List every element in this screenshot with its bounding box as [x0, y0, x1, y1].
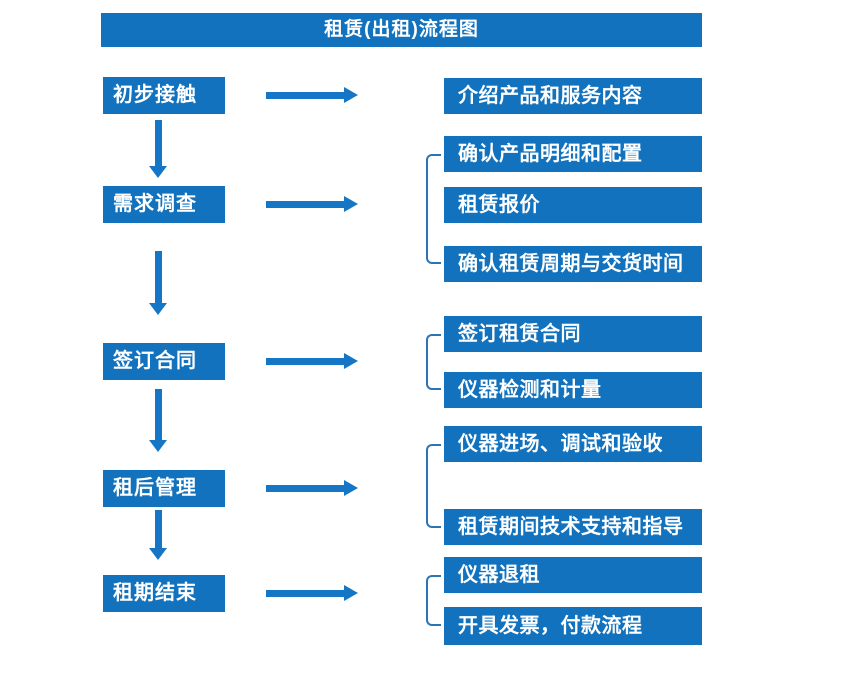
- arrow-right-icon-5: [266, 590, 344, 597]
- output-box-confirm-period: 确认租赁周期与交货时间: [444, 246, 702, 282]
- arrow-down-icon-3-head: [149, 440, 167, 452]
- output-box-introduce-products: 介绍产品和服务内容: [444, 78, 702, 114]
- stage-box-needs-survey: 需求调查: [103, 186, 225, 223]
- arrow-right-icon-3-head: [344, 353, 358, 369]
- bracket-group-2: [426, 154, 441, 264]
- bracket-group-3: [426, 334, 441, 390]
- stage-box-sign-contract: 签订合同: [103, 343, 225, 380]
- arrow-right-icon-2: [266, 201, 344, 208]
- output-box-confirm-details: 确认产品明细和配置: [444, 136, 702, 172]
- output-box-rental-quote: 租赁报价: [444, 187, 702, 223]
- output-box-tech-support: 租赁期间技术支持和指导: [444, 509, 702, 545]
- stage-box-rental-end: 租期结束: [103, 575, 225, 612]
- output-box-instrument-arrival: 仪器进场、调试和验收: [444, 426, 702, 462]
- bracket-group-5: [426, 575, 441, 626]
- arrow-right-icon-2-head: [344, 196, 358, 212]
- arrow-right-icon-3: [266, 358, 344, 365]
- arrow-right-icon-1-head: [344, 87, 358, 103]
- output-box-invoice-payment: 开具发票，付款流程: [444, 607, 702, 645]
- arrow-right-icon-4: [266, 485, 344, 492]
- arrow-down-icon-1: [155, 120, 162, 166]
- arrow-down-icon-3: [155, 389, 162, 440]
- page-title: 租赁(出租)流程图: [101, 13, 702, 47]
- arrow-down-icon-2-head: [149, 303, 167, 315]
- arrow-down-icon-2: [155, 251, 162, 303]
- output-box-instrument-return: 仪器退租: [444, 557, 702, 593]
- arrow-down-icon-4: [155, 510, 162, 548]
- arrow-right-icon-1: [266, 92, 344, 99]
- output-box-instrument-testing: 仪器检测和计量: [444, 372, 702, 408]
- output-box-sign-rental-contract: 签订租赁合同: [444, 316, 702, 352]
- arrow-down-icon-4-head: [149, 548, 167, 560]
- bracket-group-4: [426, 444, 441, 528]
- arrow-right-icon-4-head: [344, 480, 358, 496]
- arrow-right-icon-5-head: [344, 585, 358, 601]
- stage-box-post-rental: 租后管理: [103, 470, 225, 507]
- arrow-down-icon-1-head: [149, 166, 167, 178]
- stage-box-initial-contact: 初步接触: [103, 77, 225, 114]
